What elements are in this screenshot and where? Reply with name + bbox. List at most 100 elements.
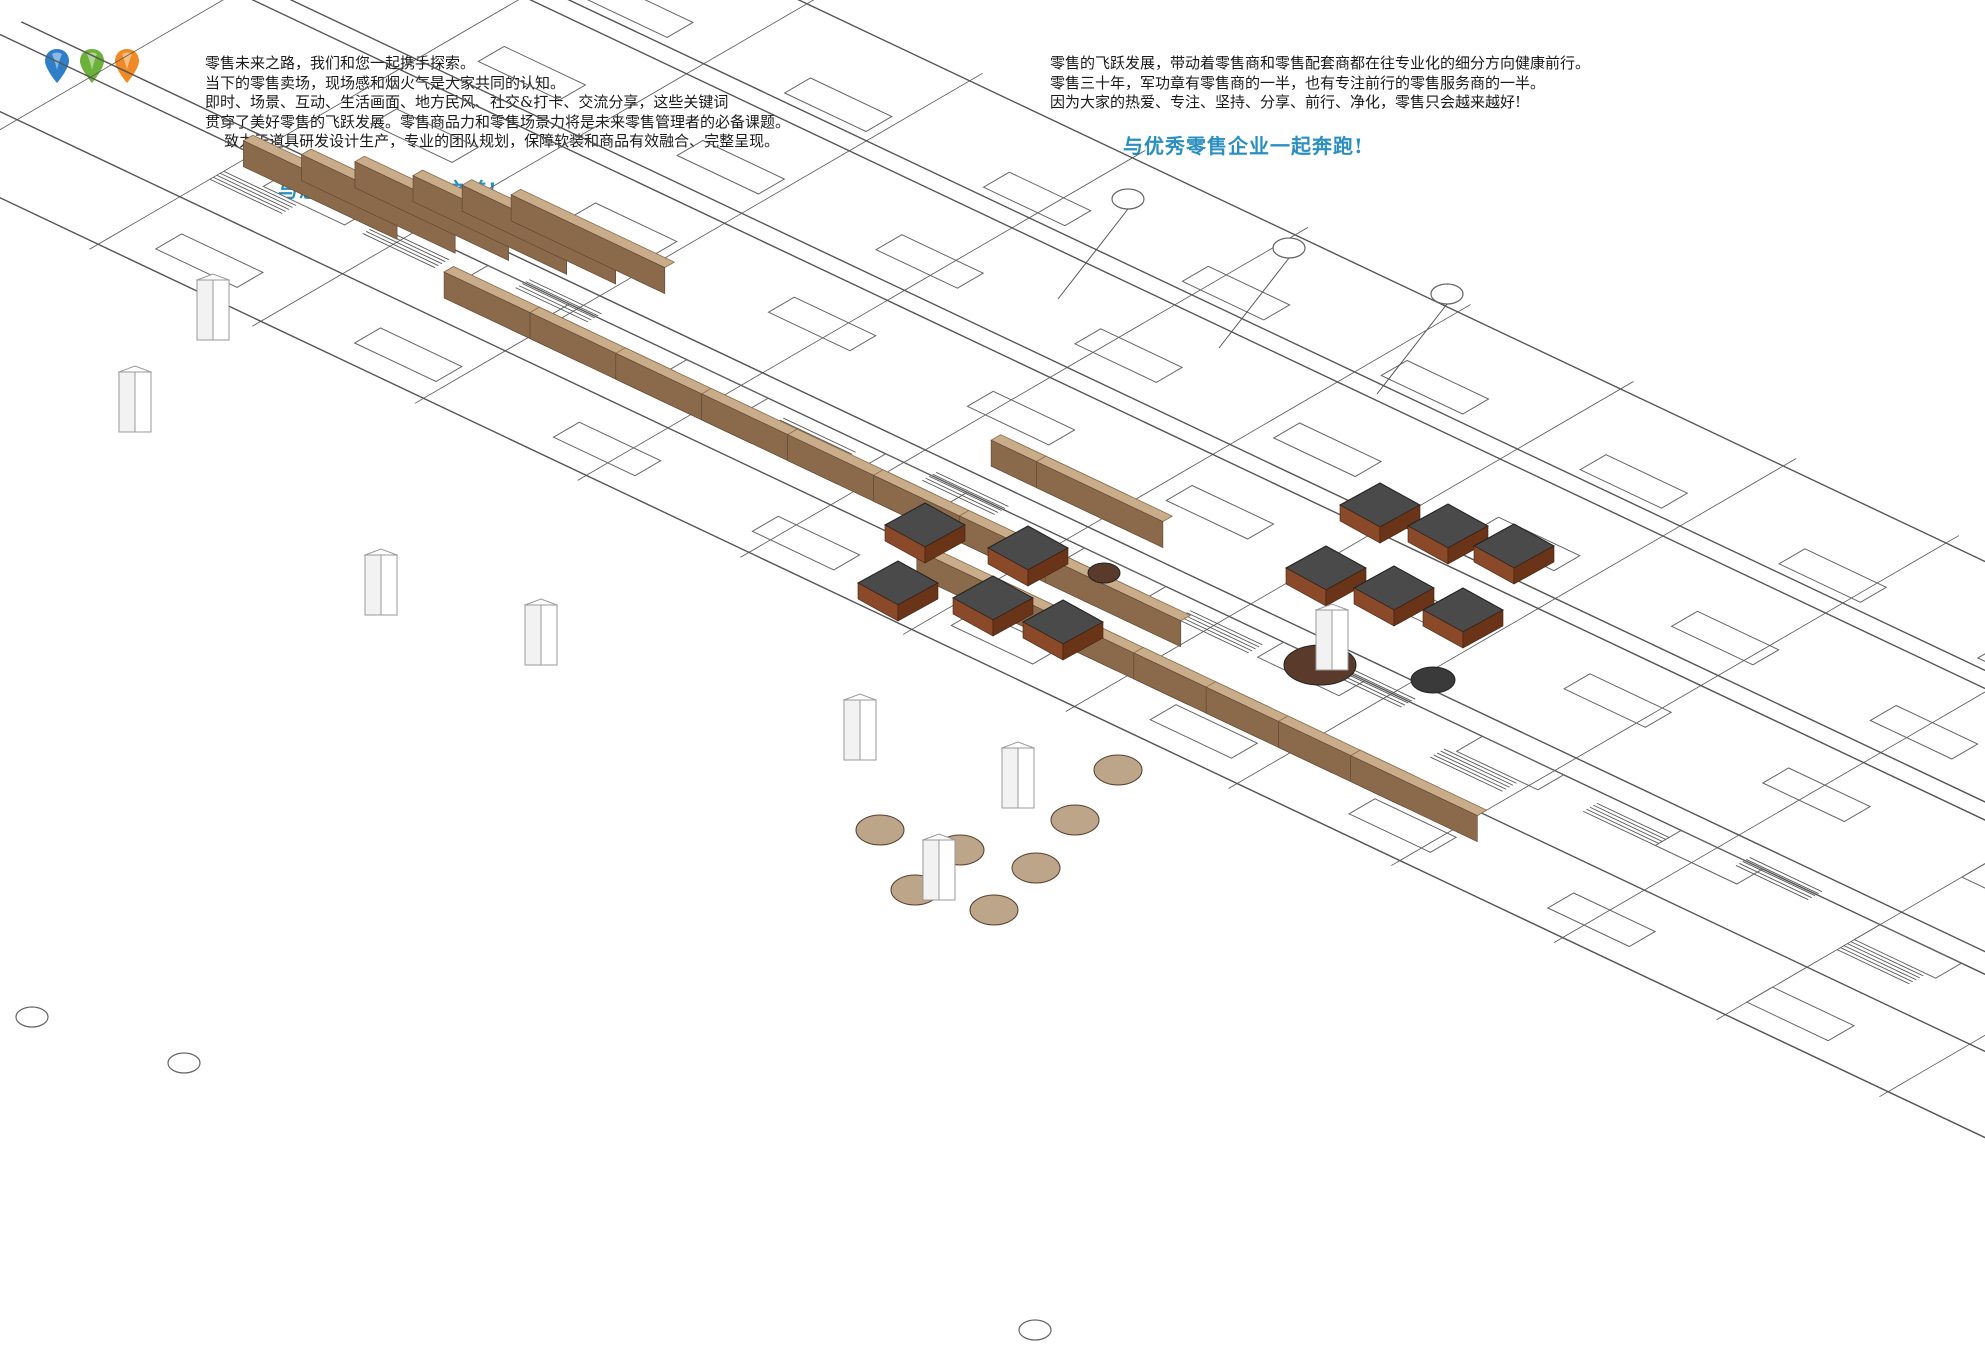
aisle-line	[289, 0, 1985, 803]
column-side	[524, 604, 542, 666]
counter-stripe	[1433, 754, 1507, 790]
aisle-line	[0, 197, 1985, 1139]
counter-stripe	[1179, 616, 1253, 652]
plan-cabinet-outline	[477, 45, 587, 101]
dark-display-table	[986, 525, 1070, 587]
counter-stripe	[779, 419, 853, 455]
counter-stripe	[365, 231, 439, 267]
counter-stripe	[929, 475, 1002, 511]
produce-bin	[1050, 804, 1100, 836]
intro-left-line: 致力于道具研发设计生产，专业的团队规划，保障软装和商品有效融合、完整呈现。	[205, 132, 780, 150]
structural-column	[842, 693, 878, 761]
plan-cabinet-outline	[1455, 735, 1565, 791]
counter-stripe	[1746, 859, 1819, 895]
plan-cabinet-outline	[1563, 673, 1673, 728]
column-side	[1315, 609, 1333, 671]
plan-cabinet-outline	[1073, 328, 1184, 383]
grid-line	[1879, 1034, 1985, 1098]
column-marker	[167, 1052, 201, 1074]
counter-stripe	[213, 176, 286, 212]
wood-gondola-shelf	[1035, 455, 1174, 549]
produce-bin	[969, 894, 1019, 926]
column-side	[540, 604, 558, 666]
plan-cabinet-outline	[586, 0, 694, 38]
plan-cabinet-outline	[1869, 704, 1979, 760]
column-marker	[1430, 283, 1464, 305]
grid-line	[577, 150, 1146, 481]
column-side	[938, 839, 956, 901]
column-side	[1017, 747, 1035, 809]
dark-display-table	[1284, 545, 1368, 607]
grid-line	[740, 227, 1309, 558]
structural-column	[1314, 603, 1350, 671]
counter-stripe	[518, 285, 592, 321]
dark-display-table	[1021, 599, 1105, 661]
round-display	[1410, 666, 1456, 694]
counter-stripe	[1843, 945, 1917, 981]
display-side	[1462, 609, 1504, 649]
plan-cabinet-outline	[966, 390, 1076, 446]
counter-stripe	[362, 233, 436, 269]
counter-stripe	[529, 279, 602, 315]
intro-left-line: 零售未来之路，我们和您一起携手探索。	[205, 54, 476, 72]
plan-cabinet-outline	[676, 139, 786, 195]
round-display	[1087, 562, 1121, 584]
dark-display-table	[1338, 482, 1422, 544]
column-side	[859, 699, 877, 761]
counter-stripe	[522, 283, 595, 319]
plan-cabinet-outline	[1380, 359, 1490, 415]
grid-line	[0, 0, 224, 131]
display-side	[1062, 621, 1104, 661]
grid-line	[89, 0, 520, 250]
column-side	[134, 371, 152, 433]
grid-line	[1553, 691, 1985, 943]
counter-stripe	[369, 229, 443, 265]
shelf-face	[510, 194, 666, 295]
counter-stripe	[1589, 806, 1663, 842]
counter-stripe	[1582, 810, 1656, 846]
structural-column	[195, 273, 231, 341]
plan-cabinet-outline	[1165, 484, 1275, 540]
produce-bin	[855, 814, 905, 846]
counter-stripe	[1437, 752, 1510, 788]
column-side	[1331, 609, 1349, 671]
plan-cabinet-outline	[1272, 422, 1383, 478]
display-side	[1027, 547, 1069, 587]
column-side	[196, 279, 214, 341]
counter-stripe	[220, 172, 293, 208]
plan-cabinet-outline	[1778, 548, 1888, 603]
plan-cabinet-outline	[1960, 863, 1985, 889]
column-side	[922, 839, 940, 901]
plan-cabinet-outline	[1853, 924, 1963, 979]
dark-display-table	[1352, 565, 1436, 627]
wood-gondola-shelf	[510, 188, 676, 295]
marker-leader	[1376, 303, 1448, 395]
intro-paragraph-right: 零售的飞跃发展，带动着零售商和零售配套商都在往专业化的细分方向健康前行。 零售三…	[1050, 54, 1590, 113]
counter-stripe	[1186, 612, 1260, 648]
plan-cabinet-outline	[1579, 454, 1689, 509]
plan-cabinet-outline	[783, 77, 893, 133]
structural-column	[117, 365, 153, 433]
plan-cabinet-outline	[1348, 798, 1458, 853]
counter-stripe	[515, 287, 589, 323]
counter-stripe	[525, 281, 599, 317]
shelf-face	[1036, 461, 1164, 549]
counter-stripe	[1443, 748, 1517, 784]
structural-column	[363, 548, 399, 616]
counter-stripe	[922, 479, 995, 515]
plan-cabinet-outline	[767, 296, 877, 352]
intro-left-line: 贯穿了美好零售的飞跃发展。零售商品力和零售场景力将是未来零售管理者的必备课题。	[205, 112, 791, 131]
plan-cabinet-outline	[1670, 610, 1780, 666]
display-side	[1513, 545, 1555, 585]
grid-line	[252, 0, 815, 327]
counter-stripe	[1176, 618, 1249, 654]
counter-stripe	[1586, 808, 1660, 844]
produce-bin	[1011, 852, 1061, 884]
plan-cabinet-outline	[1654, 829, 1764, 885]
counter-stripe	[1735, 865, 1809, 901]
plan-cabinet-outline	[751, 515, 861, 571]
plan-cabinet-outline	[353, 327, 463, 383]
column-marker	[1272, 237, 1306, 259]
structural-column	[523, 598, 559, 666]
